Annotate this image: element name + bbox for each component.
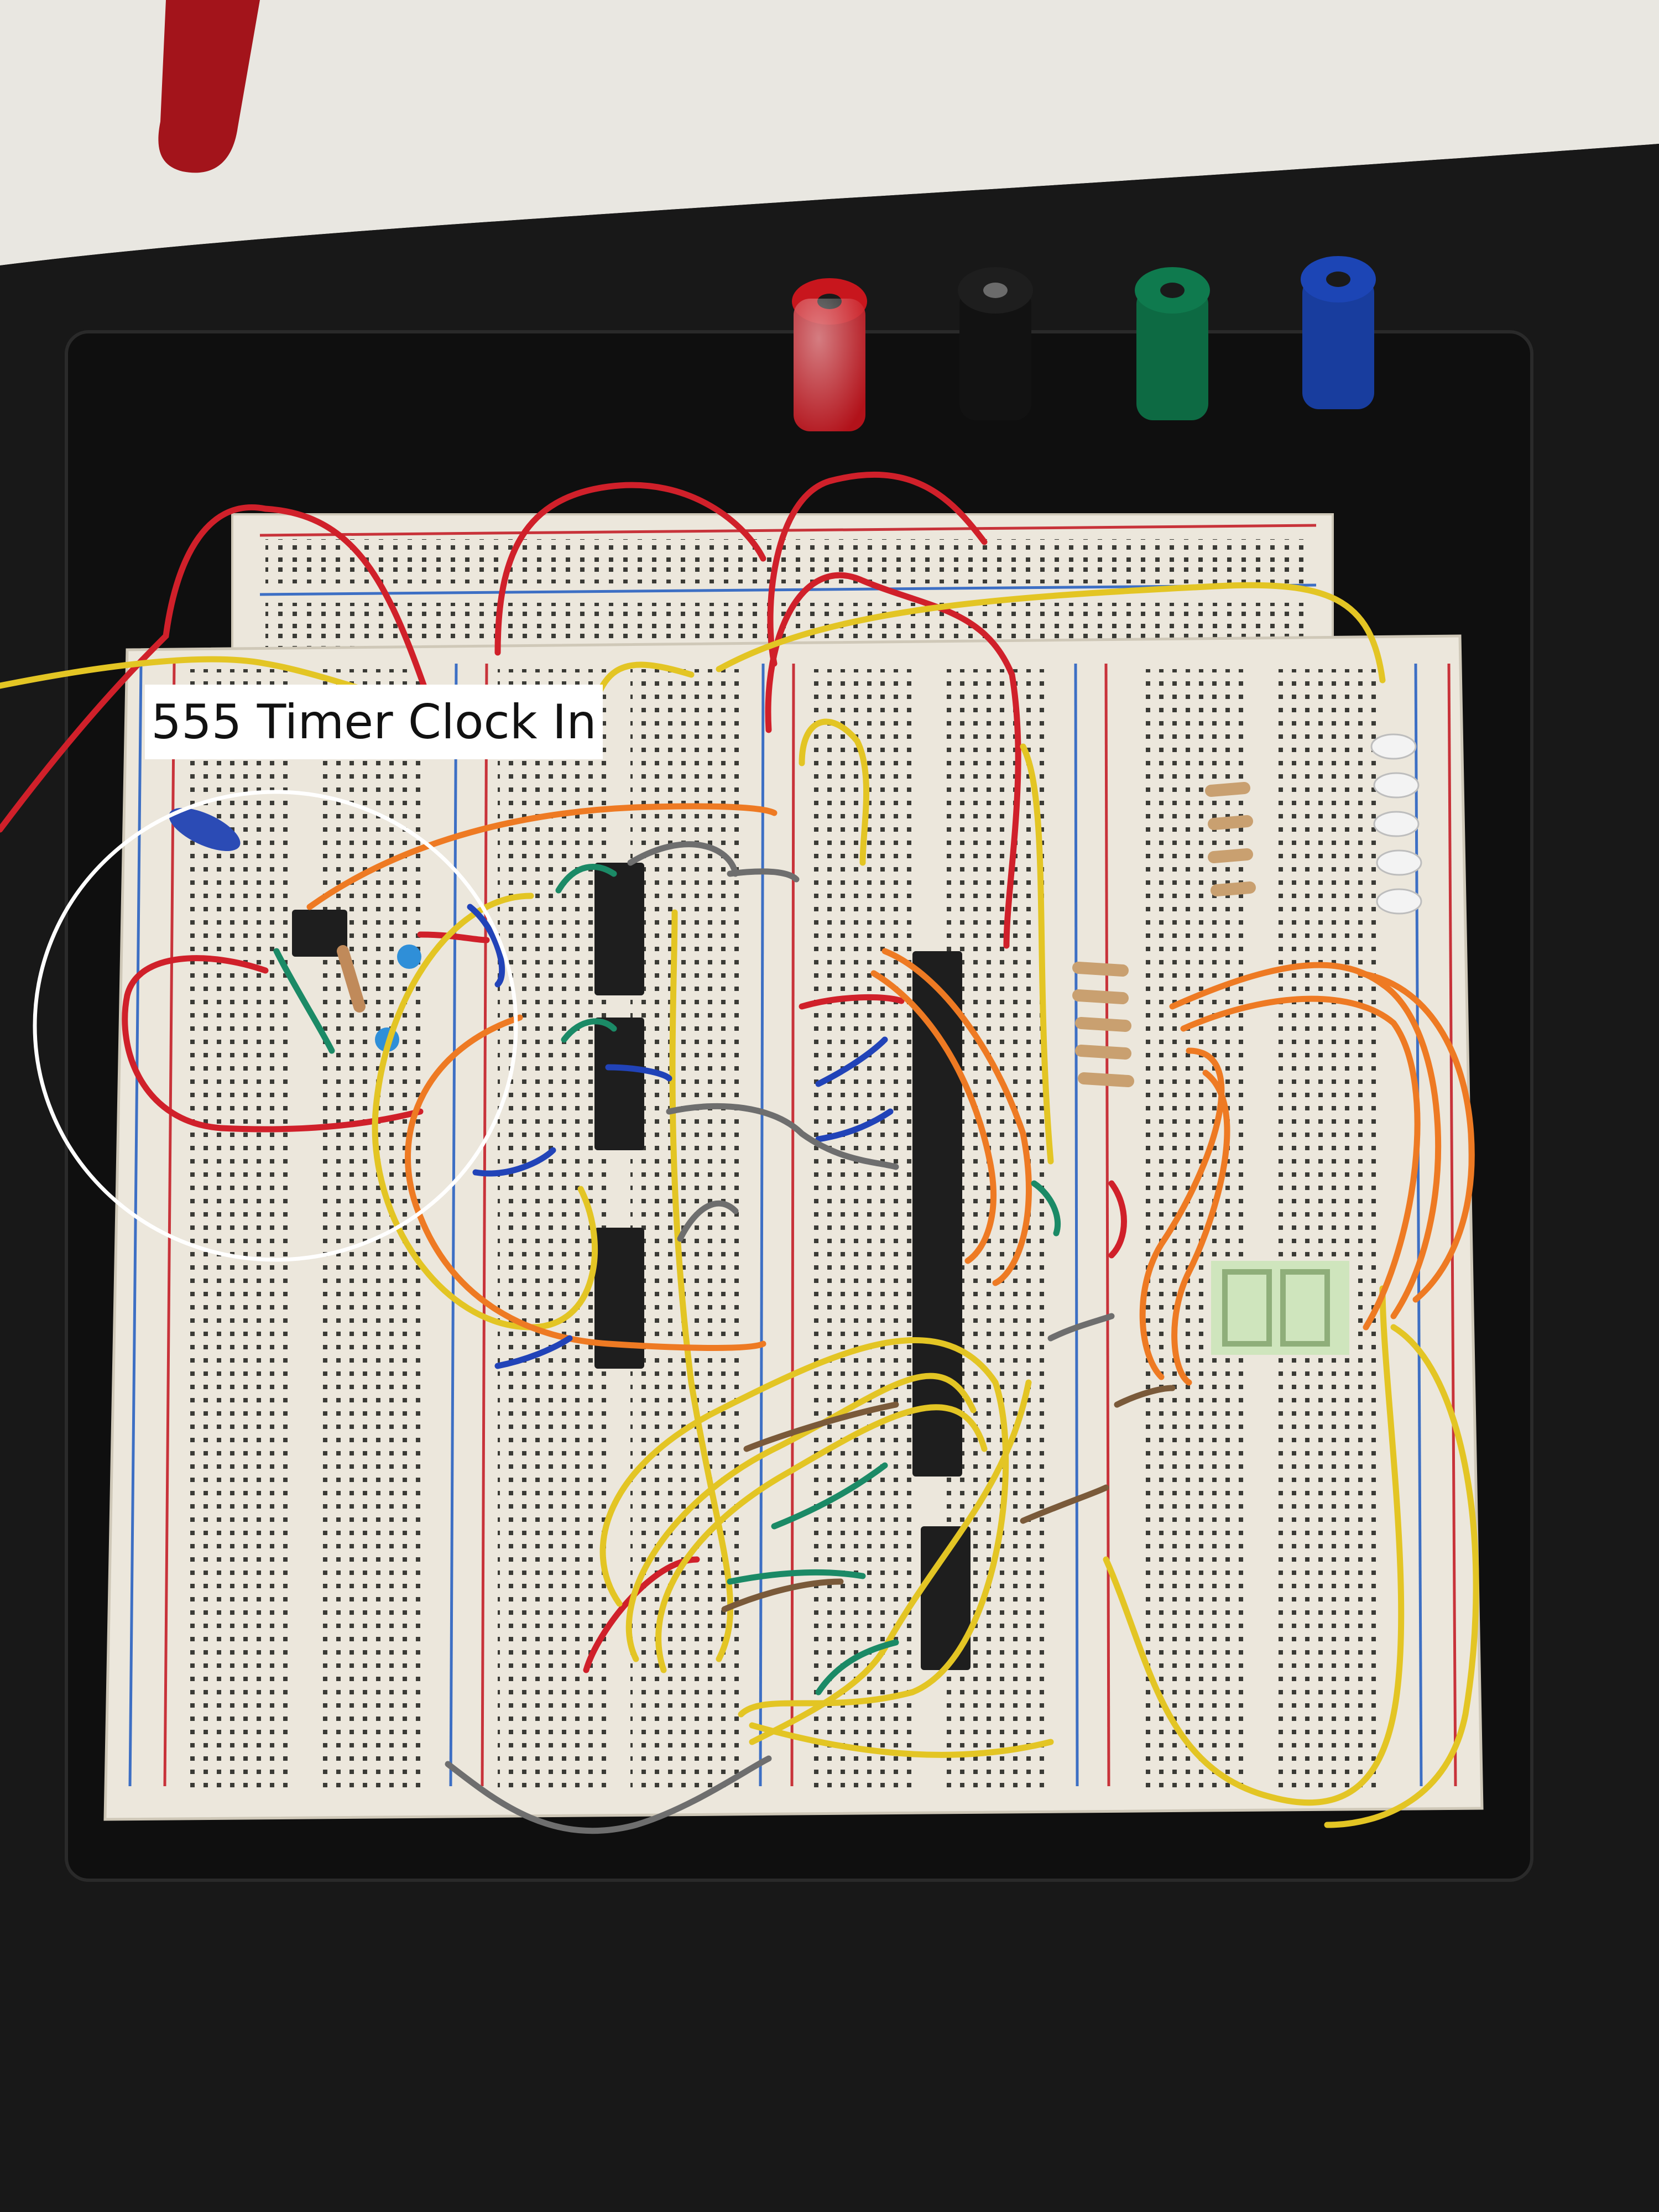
- highlight-circle-icon: [33, 790, 518, 1262]
- terminal-strip-1: [182, 669, 293, 1792]
- terminal-strip-3: [498, 669, 608, 1792]
- terminal-strip-2: [315, 669, 426, 1792]
- black-binding-post: [958, 267, 1033, 420]
- resistors: [337, 782, 1256, 1087]
- vertical-power-rails: [128, 663, 1457, 1787]
- top-rail-holes-a: [265, 539, 1305, 583]
- terminal-strip-7: [1139, 669, 1250, 1792]
- red-tool-handle: [158, 0, 260, 173]
- green-binding-post: [1135, 267, 1210, 420]
- timer-chip: [292, 910, 347, 957]
- red-binding-post: [792, 278, 867, 431]
- top-blue-rail-line: [259, 583, 1317, 596]
- white-wall: [0, 0, 1659, 265]
- annotation-label: 555 Timer Clock In: [145, 685, 603, 759]
- ic-chip-2: [594, 1018, 644, 1150]
- seven-segment-display: [1211, 1261, 1349, 1355]
- terminal-strip-8: [1272, 669, 1383, 1792]
- ic-chip-5: [912, 1145, 962, 1477]
- ic-chip-6: [921, 1526, 971, 1670]
- leds: [1370, 733, 1422, 915]
- ic-chip-1: [594, 863, 644, 995]
- ic-chip-3: [594, 1228, 644, 1369]
- blue-binding-post: [1301, 256, 1376, 409]
- binding-posts: [792, 256, 1376, 431]
